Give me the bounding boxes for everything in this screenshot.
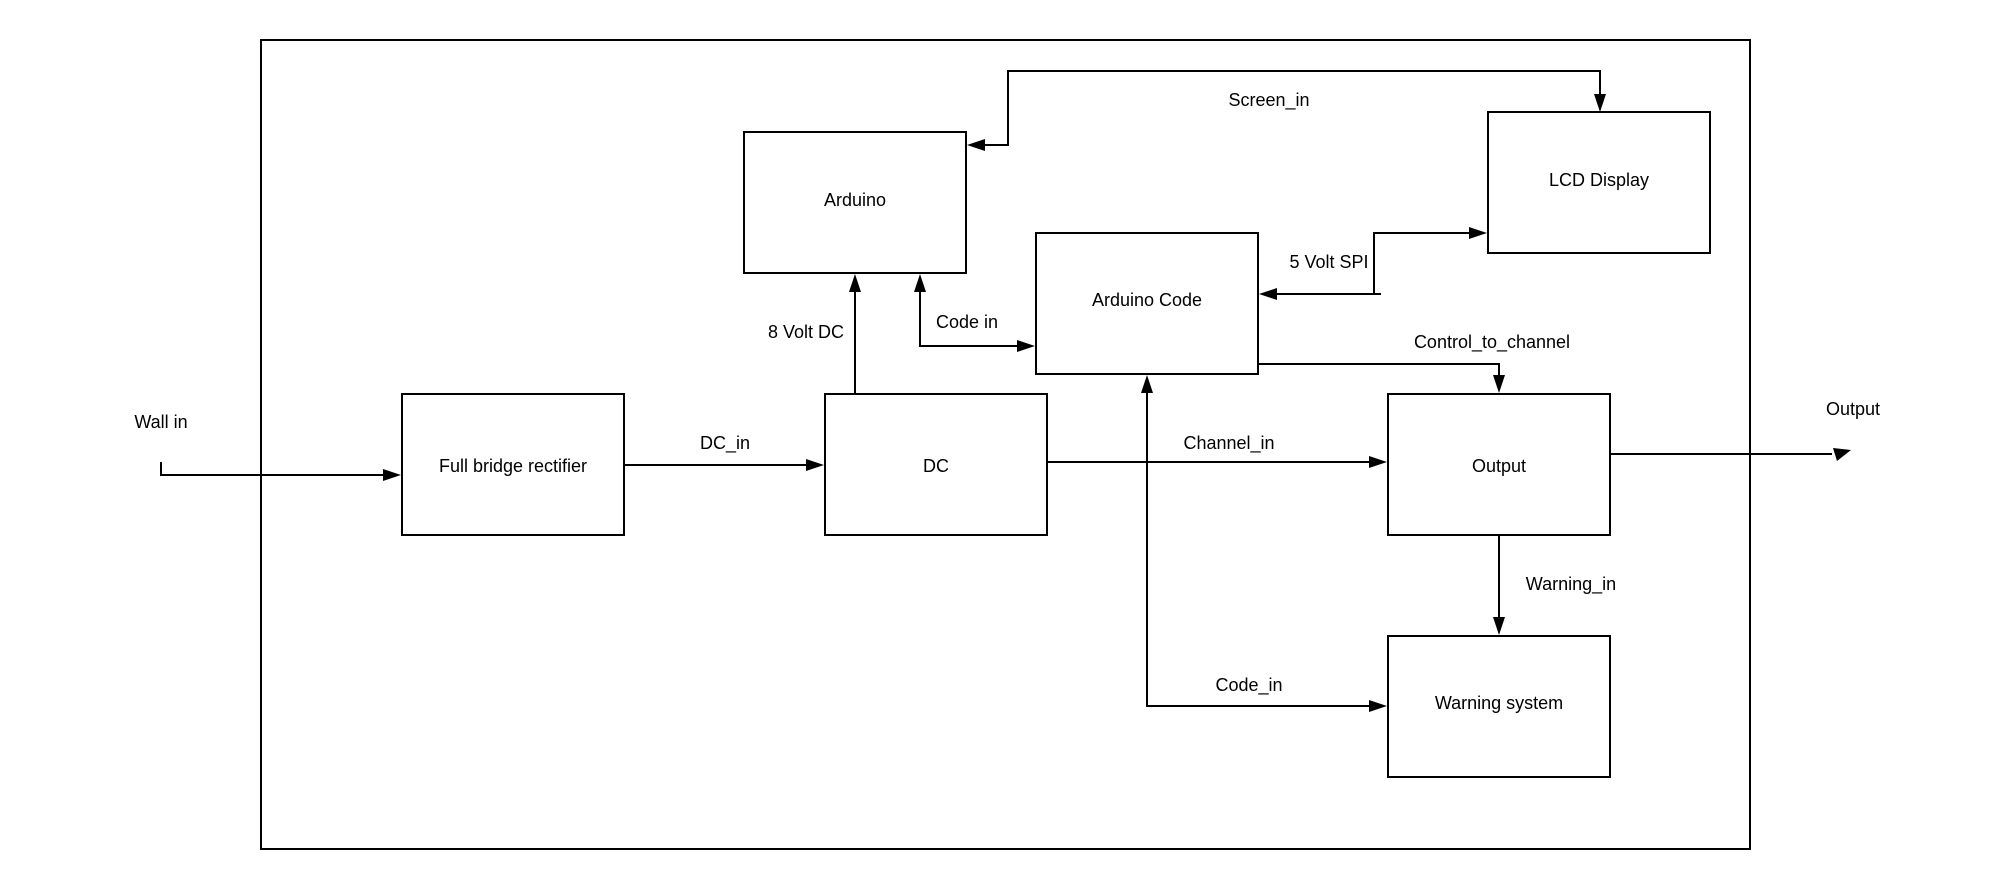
block-label-lcd-display: LCD Display (1549, 170, 1649, 190)
connector-control-to-channel (1258, 363, 1505, 393)
block-label-arduino: Arduino (824, 190, 886, 210)
signal-label-wall-in: Wall in (134, 412, 187, 432)
connector-code-in-warning (1141, 375, 1387, 712)
connector-screen-in (967, 70, 1606, 151)
signal-label-dc-in: DC_in (700, 433, 750, 454)
block-label-dc: DC (923, 456, 949, 476)
block-arduino[interactable]: Arduino (743, 131, 967, 274)
block-warning-system[interactable]: Warning system (1387, 635, 1611, 778)
signal-label-code-in: Code in (936, 312, 998, 332)
block-label-rectifier: Full bridge rectifier (439, 456, 587, 476)
connector-wall-in (160, 462, 401, 481)
connector-8-volt-dc (849, 274, 861, 394)
connector-5-volt-spi (1259, 227, 1487, 300)
signal-label-control-to-channel: Control_to_channel (1414, 332, 1570, 353)
block-full-bridge-rectifier[interactable]: Full bridge rectifier (401, 393, 625, 536)
signal-label-screen-in: Screen_in (1228, 90, 1309, 111)
block-arduino-code[interactable]: Arduino Code (1035, 232, 1259, 375)
block-output[interactable]: Output (1387, 393, 1611, 536)
block-label-arduino-code: Arduino Code (1092, 290, 1202, 310)
signal-label-code-in-warning: Code_in (1215, 675, 1282, 696)
connector-output (1610, 448, 1851, 461)
signal-label-channel-in: Channel_in (1183, 433, 1274, 454)
signal-label-5-volt-spi: 5 Volt SPI (1289, 252, 1368, 272)
signal-label-output: Output (1826, 399, 1880, 419)
connector-dc-in (624, 459, 824, 471)
signal-label-8-volt-dc: 8 Volt DC (768, 322, 844, 342)
connector-warning-in (1493, 535, 1505, 635)
block-label-warning-system: Warning system (1435, 693, 1563, 713)
block-dc[interactable]: DC (824, 393, 1048, 536)
system-boundary (260, 39, 1751, 850)
block-label-output: Output (1472, 456, 1526, 476)
connector-code-in (914, 274, 1035, 352)
signal-label-warning-in: Warning_in (1526, 574, 1616, 595)
block-lcd-display[interactable]: LCD Display (1487, 111, 1711, 254)
connector-channel-in (1047, 456, 1387, 468)
